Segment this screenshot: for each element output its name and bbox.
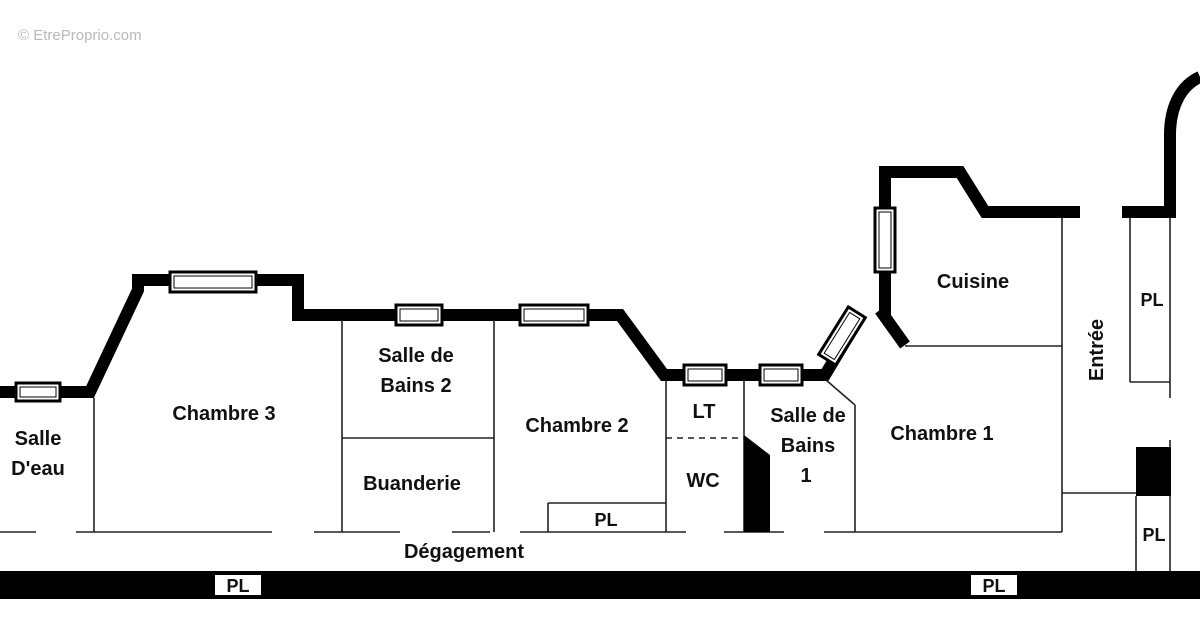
window-lt bbox=[682, 363, 728, 387]
interior-partitions bbox=[93, 218, 1171, 571]
room-salle-deau-line1: Salle bbox=[15, 428, 62, 450]
room-labels: Salle D'eau Chambre 3 Salle de Bains 2 B… bbox=[11, 271, 1108, 563]
room-chambre2: Chambre 2 bbox=[525, 415, 628, 437]
room-chambre1: Chambre 1 bbox=[890, 423, 993, 445]
room-salle-de-bains2-line2: Bains 2 bbox=[380, 375, 451, 397]
placard-box-bottom-left bbox=[213, 573, 263, 597]
window-salle-de-bains1 bbox=[758, 363, 804, 387]
room-salle-de-bains1-line1: Salle de bbox=[770, 405, 846, 427]
room-chambre3: Chambre 3 bbox=[172, 403, 275, 425]
window-salle-de-bains2 bbox=[394, 303, 444, 327]
room-cuisine: Cuisine bbox=[937, 271, 1009, 293]
placard-entree-bottom: PL bbox=[1142, 525, 1165, 545]
room-salle-de-bains2-line1: Salle de bbox=[378, 345, 454, 367]
placard-bottom-left: PL bbox=[226, 576, 249, 596]
exterior-walls bbox=[0, 71, 1200, 398]
window-cuisine bbox=[873, 206, 897, 274]
room-salle-de-bains1-line3: 1 bbox=[800, 465, 811, 487]
window-chambre2 bbox=[518, 303, 590, 327]
column-entree bbox=[1136, 447, 1171, 496]
room-wc: WC bbox=[686, 470, 719, 492]
placard-bottom-right: PL bbox=[982, 576, 1005, 596]
window-chambre1-angled bbox=[816, 304, 868, 368]
duct-salle-de-bains1 bbox=[744, 435, 770, 532]
placard-box-bottom-right bbox=[969, 573, 1019, 597]
placard-chambre2: PL bbox=[594, 510, 617, 530]
room-salle-de-bains1-line2: Bains bbox=[781, 435, 835, 457]
corridor-wall bbox=[0, 571, 1200, 599]
room-salle-deau-line2: D'eau bbox=[11, 458, 65, 480]
placard-entree-top: PL bbox=[1140, 290, 1163, 310]
room-entree: Entrée bbox=[1086, 319, 1108, 381]
placard-labels: PL PL PL PL PL bbox=[213, 290, 1166, 597]
room-lt: LT bbox=[693, 401, 716, 423]
window-salle-deau bbox=[14, 381, 62, 403]
watermark: © EtreProprio.com bbox=[18, 27, 142, 44]
room-buanderie: Buanderie bbox=[363, 473, 461, 495]
room-degagement: Dégagement bbox=[404, 541, 524, 563]
windows bbox=[14, 206, 897, 403]
window-chambre3 bbox=[168, 270, 258, 294]
